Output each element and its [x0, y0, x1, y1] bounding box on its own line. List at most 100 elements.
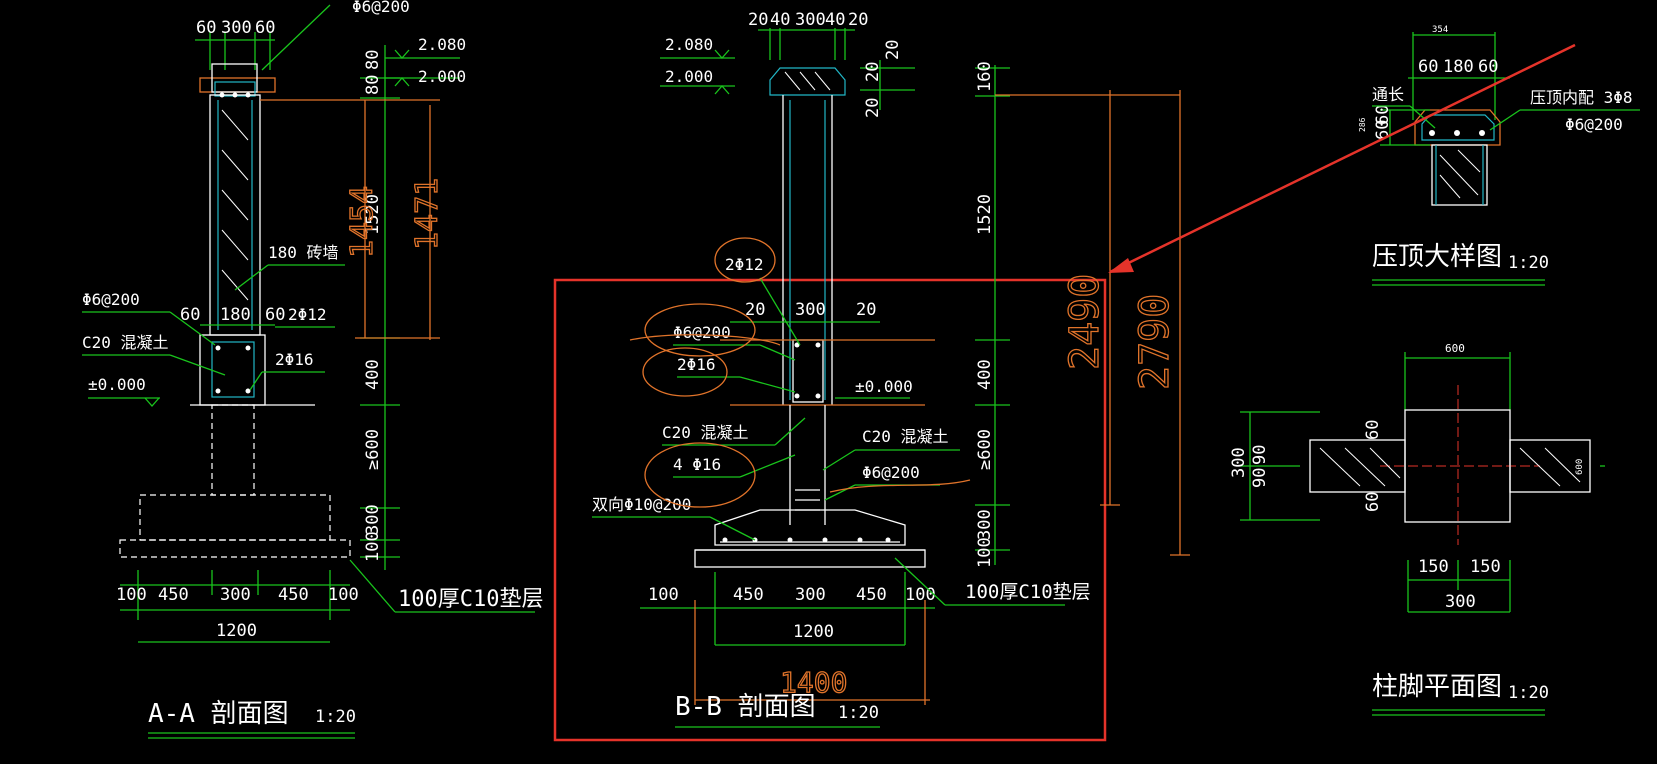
foot-bot-dim-2: 150 — [1470, 557, 1501, 577]
aa-base-dim-3: 300 — [220, 585, 251, 605]
bb-vright-1: 20 — [883, 40, 903, 60]
bb-label-c20: C20 混凝土 — [662, 423, 749, 442]
aa-footing-dashed — [139, 494, 331, 541]
bb-elev-2000: 2.000 — [665, 67, 713, 86]
bb-circle-2phi12 — [714, 237, 776, 283]
bb-beam-section — [792, 339, 824, 403]
cap-label-tong: 通长 — [1372, 85, 1404, 104]
aa-col-dim-2: 180 — [220, 305, 251, 325]
cap-scale: 1:20 — [1508, 253, 1549, 273]
aa-label-2phi12: 2Φ12 — [288, 305, 327, 324]
column-foot-plan: 600 600 300 90 90 60 60 150 150 300 — [1229, 342, 1605, 716]
bb-top-dim-3: 300 — [795, 10, 826, 30]
cap-title: 压顶大样图 — [1372, 242, 1502, 272]
aa-elev-2000: 2.000 — [418, 67, 466, 86]
bb-base-dim-2: 450 — [733, 585, 764, 605]
bb-scribble-1 — [629, 334, 781, 346]
cap-label-phi6: Φ6@200 — [1565, 115, 1623, 134]
aa-beam-stirrup — [211, 341, 255, 398]
bb-vright-2: 20 — [863, 62, 883, 82]
aa-dim-1454: 1454 — [345, 186, 380, 258]
aa-col-dim-3: 60 — [265, 305, 285, 325]
cap-top-total: 354 — [1432, 25, 1448, 35]
bb-hand-2790: 2790 — [1132, 294, 1178, 390]
foot-mid-dim-2: 60 — [1363, 492, 1383, 512]
bb-label-2phi12: 2Φ12 — [725, 255, 764, 274]
bb-circle-phi6 — [644, 303, 756, 357]
bb-vdim-400: 400 — [975, 359, 995, 390]
bb-scale: 1:20 — [838, 703, 879, 723]
bb-base-dim-4: 450 — [856, 585, 887, 605]
bb-base-dim-1: 100 — [648, 585, 679, 605]
aa-label-wall: 180 砖墙 — [268, 243, 339, 262]
bb-label-4phi16: 4 Φ16 — [673, 455, 721, 474]
aa-base-dim-1: 100 — [116, 585, 147, 605]
cap-vdim-2: 60 — [1373, 105, 1393, 125]
bb-vdim-1520: 1520 — [975, 194, 995, 235]
bb-mid-dim-2: 300 — [795, 300, 826, 320]
bb-vdim-160: 160 — [975, 61, 995, 92]
bb-vdim-300: 300 — [975, 509, 995, 540]
foot-mid-dim-1: 60 — [1363, 420, 1383, 440]
cap-detail: 354 60 180 60 60 60 286 通长 压顶内配 3Φ8 Φ6@2… — [1108, 25, 1640, 286]
aa-base-total: 1200 — [216, 621, 257, 641]
bb-vright-3: 20 — [863, 98, 883, 118]
aa-vdim-300: 300 — [363, 504, 383, 535]
bb-scribble-2 — [829, 479, 971, 493]
bb-base-dim-5: 100 — [905, 585, 936, 605]
bb-base-total: 1200 — [793, 622, 834, 642]
cap-vdim-1: 60 — [1373, 120, 1393, 140]
aa-vdim-80b: 80 — [363, 75, 383, 95]
bb-vdim-100: 100 — [975, 537, 995, 568]
aa-label-pad: 100厚C10垫层 — [398, 587, 543, 612]
cap-top-dim-2: 180 — [1443, 57, 1474, 77]
bb-label-phi6b: Φ6@200 — [862, 463, 920, 482]
foot-right-small: 600 — [1575, 459, 1585, 475]
bb-label-pad: 100厚C10垫层 — [965, 581, 1091, 603]
bb-pad — [694, 549, 926, 568]
aa-wall-hatch — [221, 109, 249, 301]
section-b-b: 20 40 300 40 20 2. — [553, 10, 1190, 742]
bb-vdim-600: ≥600 — [975, 429, 995, 470]
foot-wall-left — [1309, 439, 1406, 493]
foot-bot-total: 300 — [1445, 592, 1476, 612]
aa-label-pm: ±0.000 — [88, 375, 146, 394]
bb-mid-dim-3: 20 — [856, 300, 876, 320]
cap-top-dim-3: 60 — [1478, 57, 1498, 77]
aa-label-c20: C20 混凝土 — [82, 333, 169, 352]
aa-pier-dashed — [211, 404, 255, 496]
bb-hand-1400: 1400 — [780, 666, 847, 699]
bb-top-dim-2: 40 — [770, 10, 790, 30]
cap-wall — [1431, 144, 1488, 206]
bb-label-pm: ±0.000 — [855, 377, 913, 396]
aa-vdim-1520: 1520 — [363, 194, 383, 235]
bb-circle-4phi16 — [644, 442, 756, 508]
aa-base-dim-5: 100 — [328, 585, 359, 605]
bb-mid-dim-1: 20 — [745, 300, 765, 320]
bb-circle-2phi16 — [642, 347, 728, 397]
foot-title: 柱脚平面图 — [1372, 672, 1502, 702]
aa-coping-outline — [199, 77, 276, 93]
bb-label-c20b: C20 混凝土 — [862, 427, 949, 446]
bb-label-phi6: Φ6@200 — [673, 323, 731, 342]
aa-dim-1471: 1471 — [410, 178, 445, 250]
aa-label-phi6: Φ6@200 — [82, 290, 140, 309]
aa-col-dim-1: 60 — [180, 305, 200, 325]
aa-phi6-top: Φ6@200 — [352, 0, 410, 16]
aa-label-2phi16: 2Φ16 — [275, 350, 314, 369]
bb-cap — [769, 67, 846, 96]
foot-wall-right — [1509, 439, 1591, 493]
aa-vdim-600: ≥600 — [363, 429, 383, 470]
aa-top-dim-1: 60 — [196, 18, 216, 38]
bb-top-dim-5: 20 — [848, 10, 868, 30]
foot-left-total: 300 — [1229, 447, 1249, 478]
bb-top-dim-4: 40 — [825, 10, 845, 30]
bb-label-2phi16: 2Φ16 — [677, 355, 716, 374]
bb-elev-2080: 2.080 — [665, 35, 713, 54]
aa-elev-2080: 2.080 — [418, 35, 466, 54]
bb-highlight-box — [553, 278, 1107, 742]
foot-scale: 1:20 — [1508, 683, 1549, 703]
bb-hand-2490: 2490 — [1062, 274, 1108, 370]
aa-coping-beam — [211, 63, 258, 93]
bb-footing — [714, 509, 906, 546]
